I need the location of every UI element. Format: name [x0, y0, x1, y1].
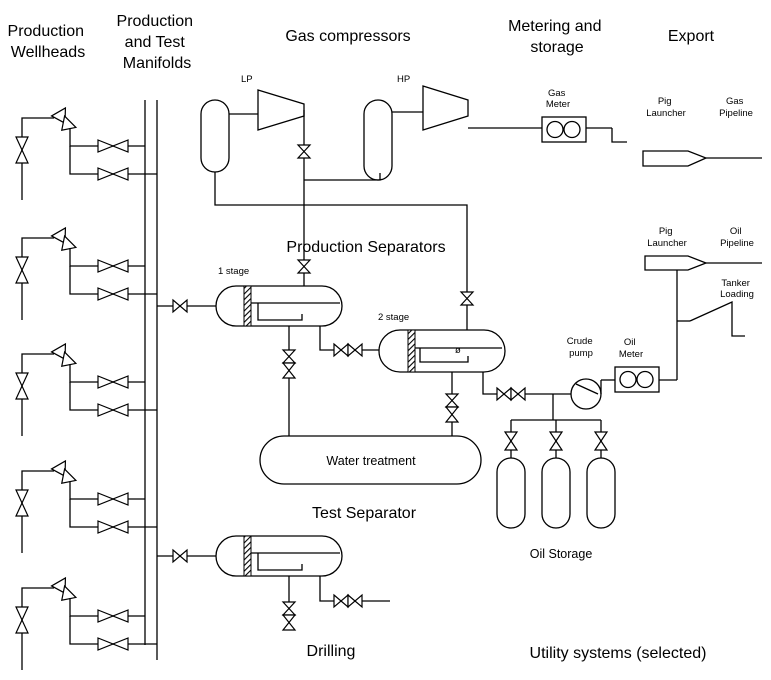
oil-storage-tank [586, 420, 616, 529]
phi-symbol: ø [455, 345, 461, 356]
label-water-treatment: Water treatment [326, 454, 416, 468]
header-production-wellheads: Production Wellheads [8, 23, 89, 61]
second-stage-gas-valve [459, 291, 475, 306]
label-utility-systems: Utility systems (selected) [530, 645, 707, 662]
label-pig-launcher-gas: Pig Launcher [646, 96, 686, 119]
wellhead-group [15, 106, 157, 200]
test-separator-drain-valve [281, 601, 297, 631]
second-stage-water-valve [444, 393, 460, 423]
label-pig-launcher-oil: Pig Launcher [647, 226, 687, 249]
wellhead-groups [15, 106, 157, 670]
label-lp: LP [241, 74, 253, 85]
gas-pig-launcher [642, 150, 708, 167]
label-oil-pipeline: Oil Pipeline [720, 226, 754, 249]
second-stage-separator [378, 329, 506, 373]
wellhead-group [15, 576, 157, 670]
header-gas-compressors: Gas compressors [285, 28, 410, 45]
wellhead-group [15, 342, 157, 436]
test-separator-outlet-valve [333, 593, 363, 609]
oil-pig-launcher [644, 255, 708, 271]
oil-storage-tanks [496, 420, 616, 529]
oil-storage-tank [541, 420, 571, 529]
hp-compressor [422, 85, 469, 131]
manifold-separator-valve [172, 298, 188, 314]
label-gas-meter: Gas Meter [546, 88, 570, 110]
label-hp: HP [397, 74, 410, 85]
first-stage-gas-valve [296, 259, 312, 274]
second-stage-inlet-baffle [407, 329, 416, 373]
tanker-loading-arm [689, 300, 745, 337]
label-test-separator: Test Separator [312, 505, 417, 522]
oil-storage-tank [496, 420, 526, 529]
first-stage-inlet-baffle [243, 285, 252, 327]
wellhead-group [15, 226, 157, 320]
header-manifolds: Production and Test Manifolds [117, 13, 198, 72]
lp-compressor [257, 89, 305, 131]
first-stage-water-valve [281, 349, 297, 379]
wellhead-group [15, 459, 157, 553]
label-gas-pipeline: Gas Pipeline [719, 96, 753, 119]
oil-outlet-valve [496, 386, 526, 402]
label-crude-pump: Crude pump [567, 336, 596, 359]
lp-scrubber [200, 99, 230, 173]
label-stage1: 1 stage [218, 266, 249, 277]
header-export: Export [668, 28, 715, 45]
label-production-separators: Production Separators [286, 239, 445, 256]
interstage-valve [333, 342, 363, 358]
label-drilling: Drilling [307, 643, 356, 660]
header-metering: Metering and storage [508, 18, 606, 56]
water-treatment-vessel [259, 435, 482, 485]
lp-compressor-valve [296, 144, 312, 159]
label-stage2: 2 stage [378, 312, 409, 323]
manifold-test-valve [172, 548, 188, 564]
label-tanker-loading: Tanker Loading [720, 278, 754, 300]
hp-scrubber [363, 99, 393, 181]
label-oil-storage: Oil Storage [530, 547, 593, 561]
label-oil-meter: Oil Meter [619, 337, 643, 360]
test-separator-inlet-baffle [243, 535, 252, 577]
